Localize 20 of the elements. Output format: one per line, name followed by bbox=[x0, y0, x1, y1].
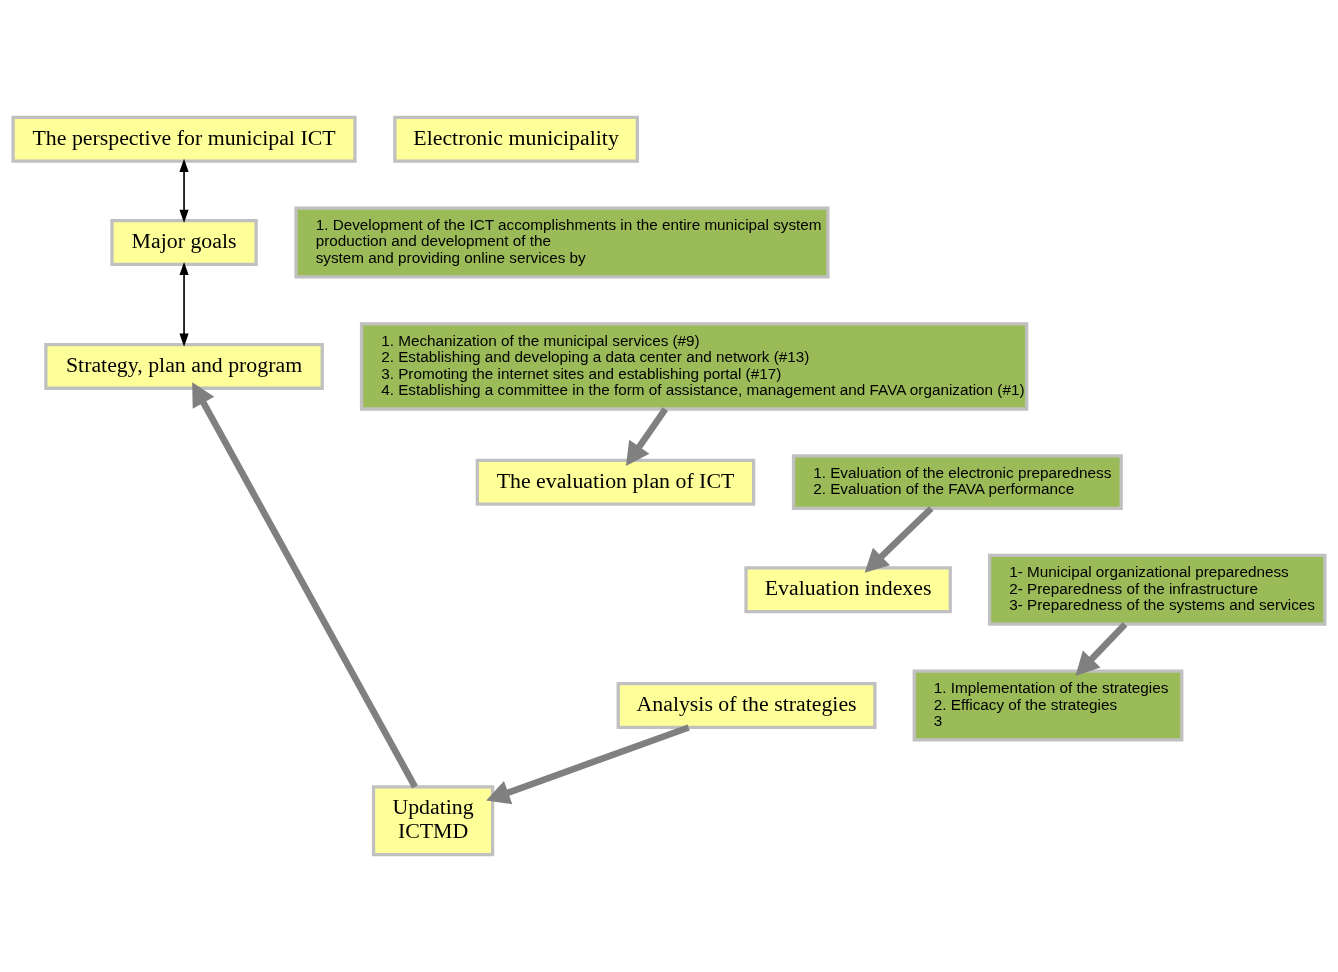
node-box: Electronic municipality bbox=[393, 115, 639, 163]
arrow bbox=[1075, 622, 1128, 676]
arrow bbox=[179, 262, 189, 347]
node-box: Analysis of the strategies bbox=[616, 682, 877, 730]
node-box: Evaluation indexes bbox=[744, 566, 952, 614]
arrow bbox=[179, 158, 189, 223]
arrow bbox=[192, 382, 418, 789]
node-box: Strategy, plan and program bbox=[44, 342, 324, 390]
node-box: 1. Mechanization of the municipal services (#9) 2. Establishing and developing a data center and network (#13) 3. Promoting the internet sites and establishing portal (#17) 4. Establishing a committee in the form of assistance, management and FAVA organization (#1) bbox=[359, 322, 1029, 411]
node-box: Major goals bbox=[110, 218, 258, 266]
node-box: The evaluation plan of ICT bbox=[475, 458, 756, 506]
node-box: 1- Municipal organizational preparedness 2- Preparedness of the infrastructure 3- Preparedness of the systems and services bbox=[987, 553, 1327, 626]
node-box: 1. Development of the ICT accomplishments in the entire municipal system production and development of the system and providing online services by bbox=[294, 206, 830, 279]
node-box: The perspective for municipal ICT bbox=[11, 115, 357, 163]
node-box: 1. Implementation of the strategies 2. Efficacy of the strategies 3 bbox=[912, 669, 1184, 742]
node-box: 1. Evaluation of the electronic preparedness 2. Evaluation of the FAVA performance bbox=[791, 454, 1123, 511]
arrow bbox=[625, 407, 668, 466]
node-box: Updating ICTMD bbox=[371, 785, 495, 857]
arrow bbox=[864, 506, 934, 573]
arrow bbox=[486, 724, 690, 805]
